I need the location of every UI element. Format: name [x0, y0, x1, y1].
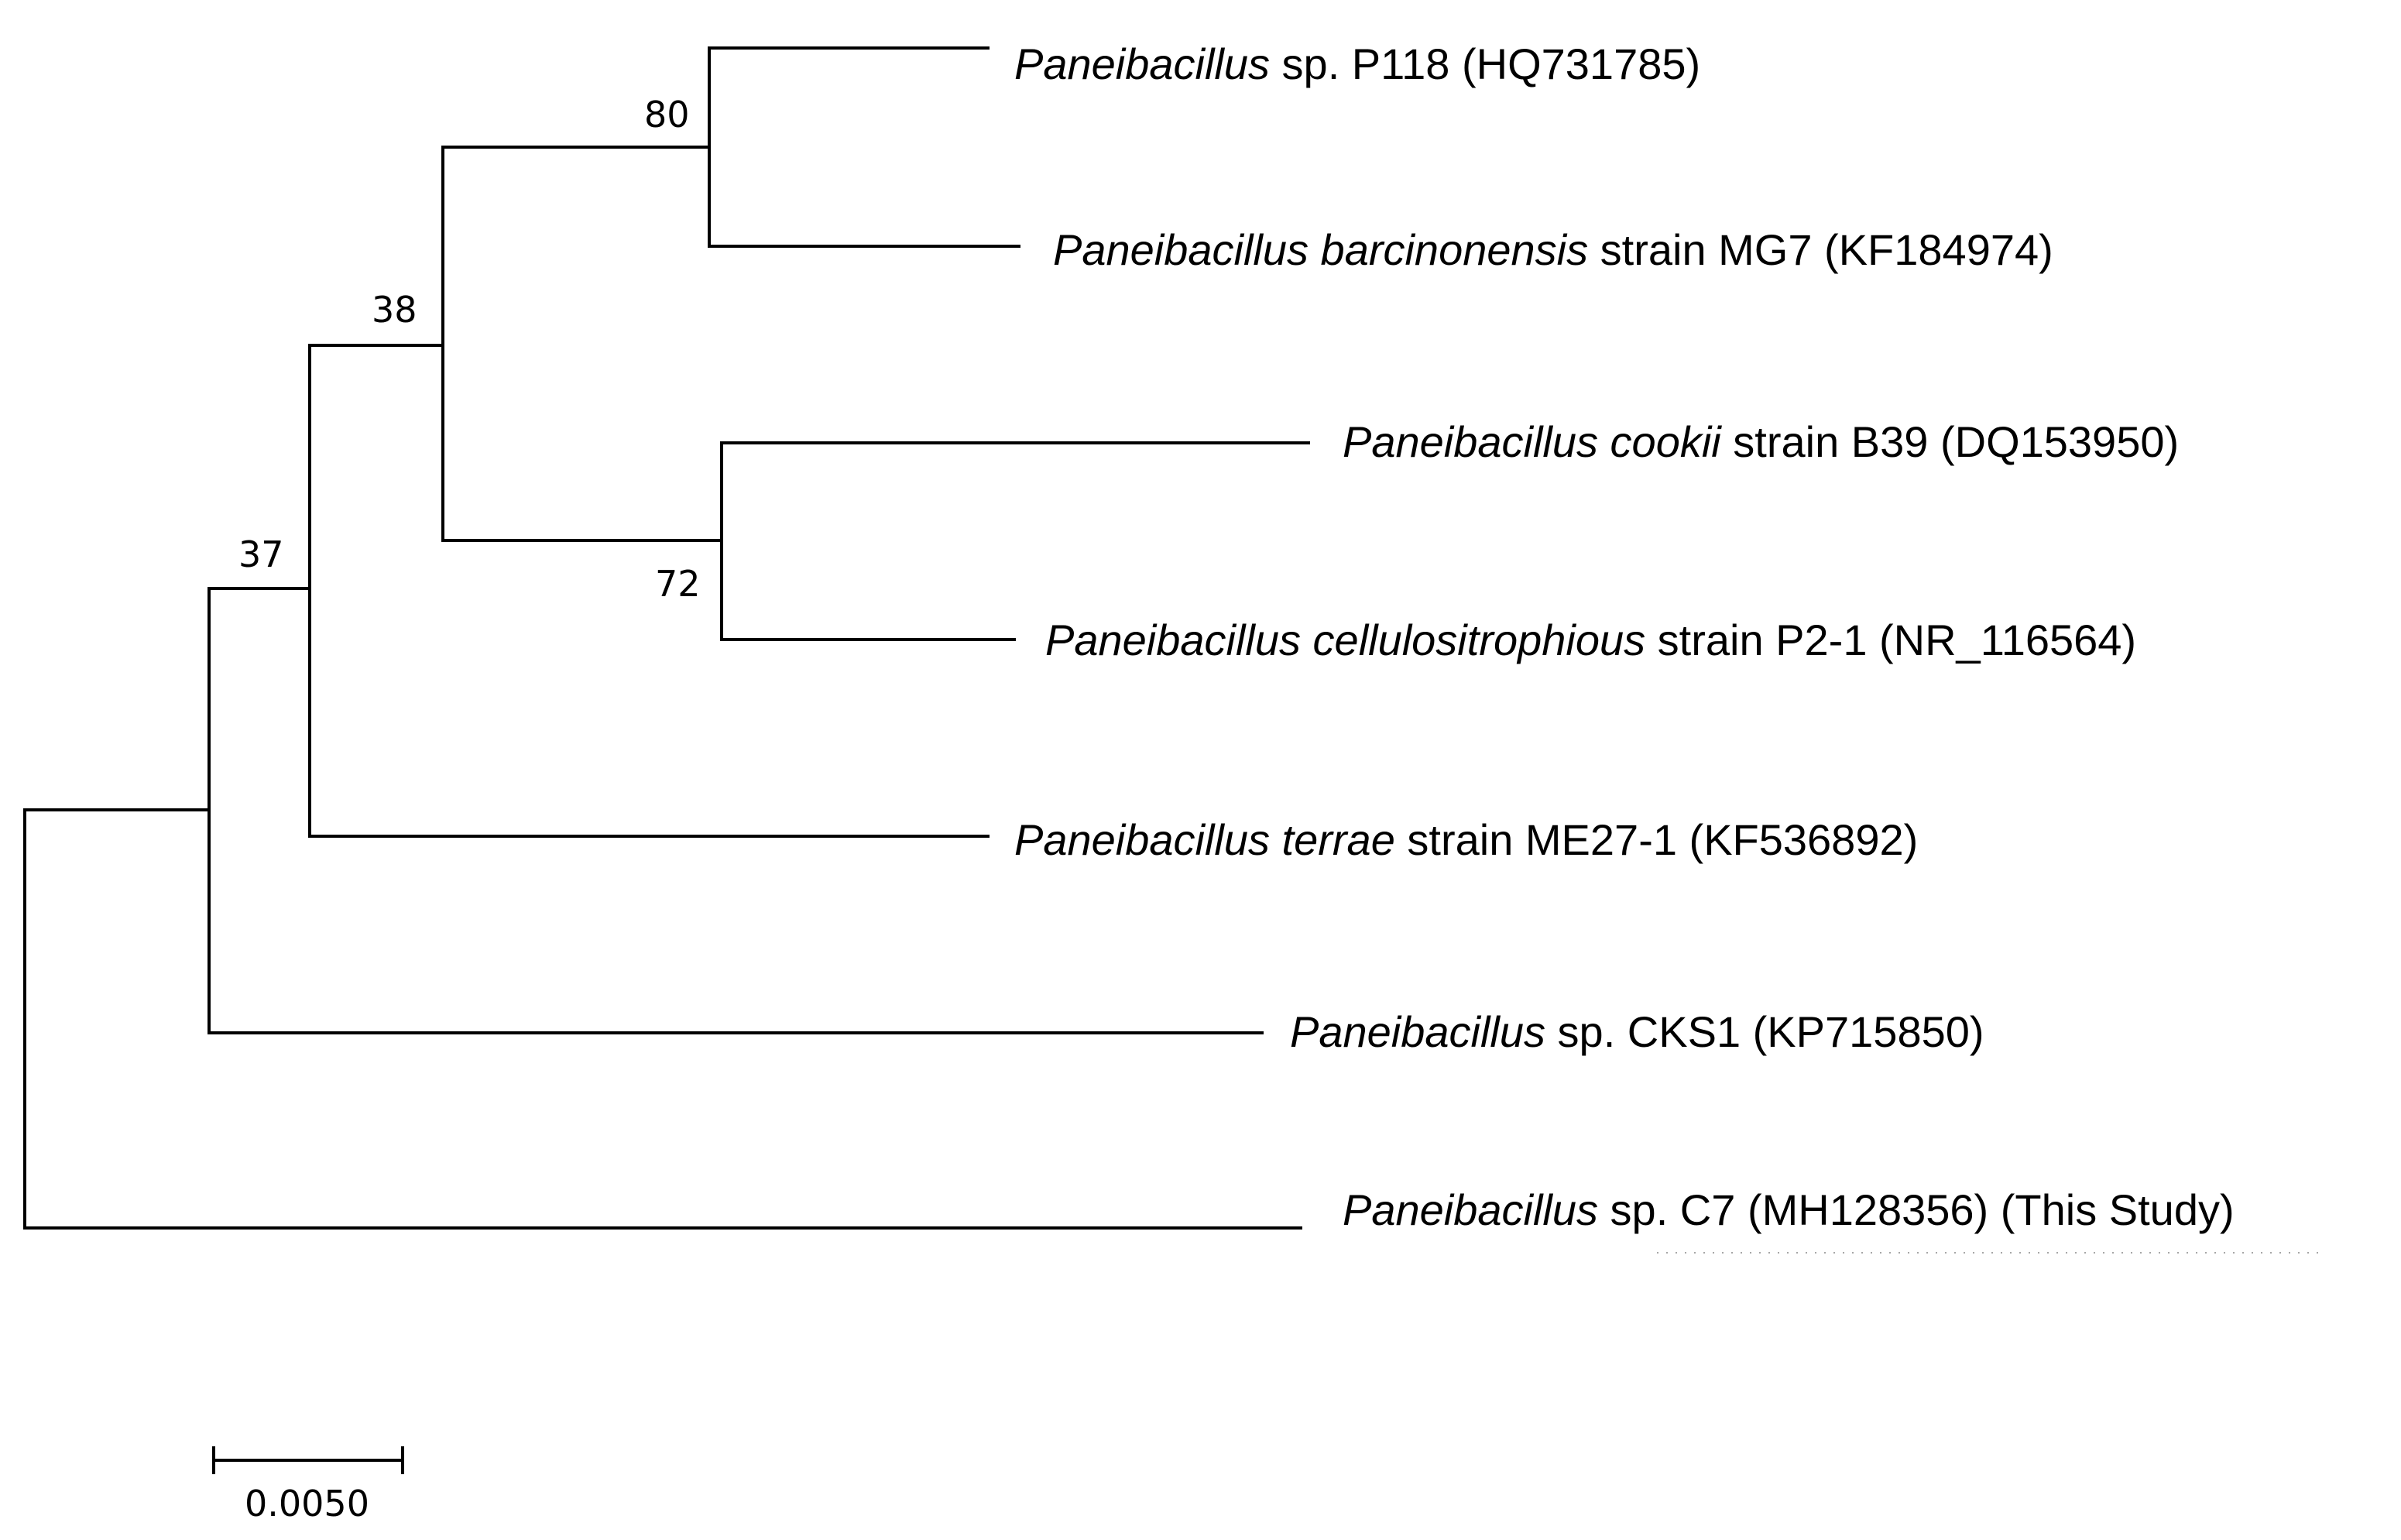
- node-38: [308, 344, 990, 838]
- taxon-label-mg7: Paneibacillus barcinonensis strain MG7 (…: [1053, 225, 2053, 274]
- taxon-epithet: terrae: [1270, 815, 1395, 864]
- bootstrap-80: 80: [644, 94, 690, 135]
- taxon-strain: strain P2-1 (NR_116564): [1645, 616, 2136, 664]
- taxon-epithet: cookii: [1598, 417, 1722, 466]
- node-37: [208, 587, 1264, 1034]
- scale-bar: 0.0050: [212, 1446, 404, 1525]
- taxon-strain: sp. CKS1 (KP715850): [1545, 1007, 1984, 1056]
- scale-bar-label: 0.0050: [245, 1483, 369, 1525]
- taxon-strain: strain ME27-1 (KF536892): [1395, 815, 1918, 864]
- taxon-epithet: cellulositrophious: [1301, 616, 1645, 664]
- taxon-label-cookii: Paneibacillus cookii strain B39 (DQ15395…: [1343, 417, 2179, 466]
- root-node: [23, 808, 1302, 1230]
- taxon-genus: Paneibacillus: [1045, 616, 1301, 664]
- taxon-strain: strain MG7 (KF184974): [1588, 225, 2053, 274]
- taxon-label-p118: Paneibacillus sp. P118 (HQ731785): [1014, 39, 1700, 88]
- bootstrap-37: 37: [238, 533, 284, 575]
- taxon-strain: sp. C7 (MH128356) (This Study): [1598, 1185, 2235, 1234]
- taxon-epithet: barcinonensis: [1309, 225, 1588, 274]
- taxon-strain: sp. P118 (HQ731785): [1270, 39, 1700, 88]
- bootstrap-72: 72: [655, 563, 701, 605]
- node-72: [720, 441, 1310, 641]
- taxon-genus: Paneibacillus: [1343, 1185, 1598, 1234]
- taxon-genus: Paneibacillus: [1290, 1007, 1545, 1056]
- taxon-genus: Paneibacillus: [1014, 815, 1270, 864]
- taxon-label-terrae: Paneibacillus terrae strain ME27-1 (KF53…: [1014, 815, 1918, 864]
- bootstrap-38: 38: [372, 289, 417, 331]
- taxon-label-c7: Paneibacillus sp. C7 (MH128356) (This St…: [1343, 1185, 2235, 1234]
- node-80: [708, 46, 1020, 248]
- taxon-genus: Paneibacillus: [1343, 417, 1598, 466]
- taxon-genus: Paneibacillus: [1053, 225, 1309, 274]
- taxon-label-p21: Paneibacillus cellulositrophious strain …: [1045, 616, 2136, 664]
- taxon-genus: Paneibacillus: [1014, 39, 1270, 88]
- inner-clade-node: [441, 146, 723, 542]
- taxon-strain: strain B39 (DQ153950): [1721, 417, 2179, 466]
- taxon-label-cks1: Paneibacillus sp. CKS1 (KP715850): [1290, 1007, 1984, 1056]
